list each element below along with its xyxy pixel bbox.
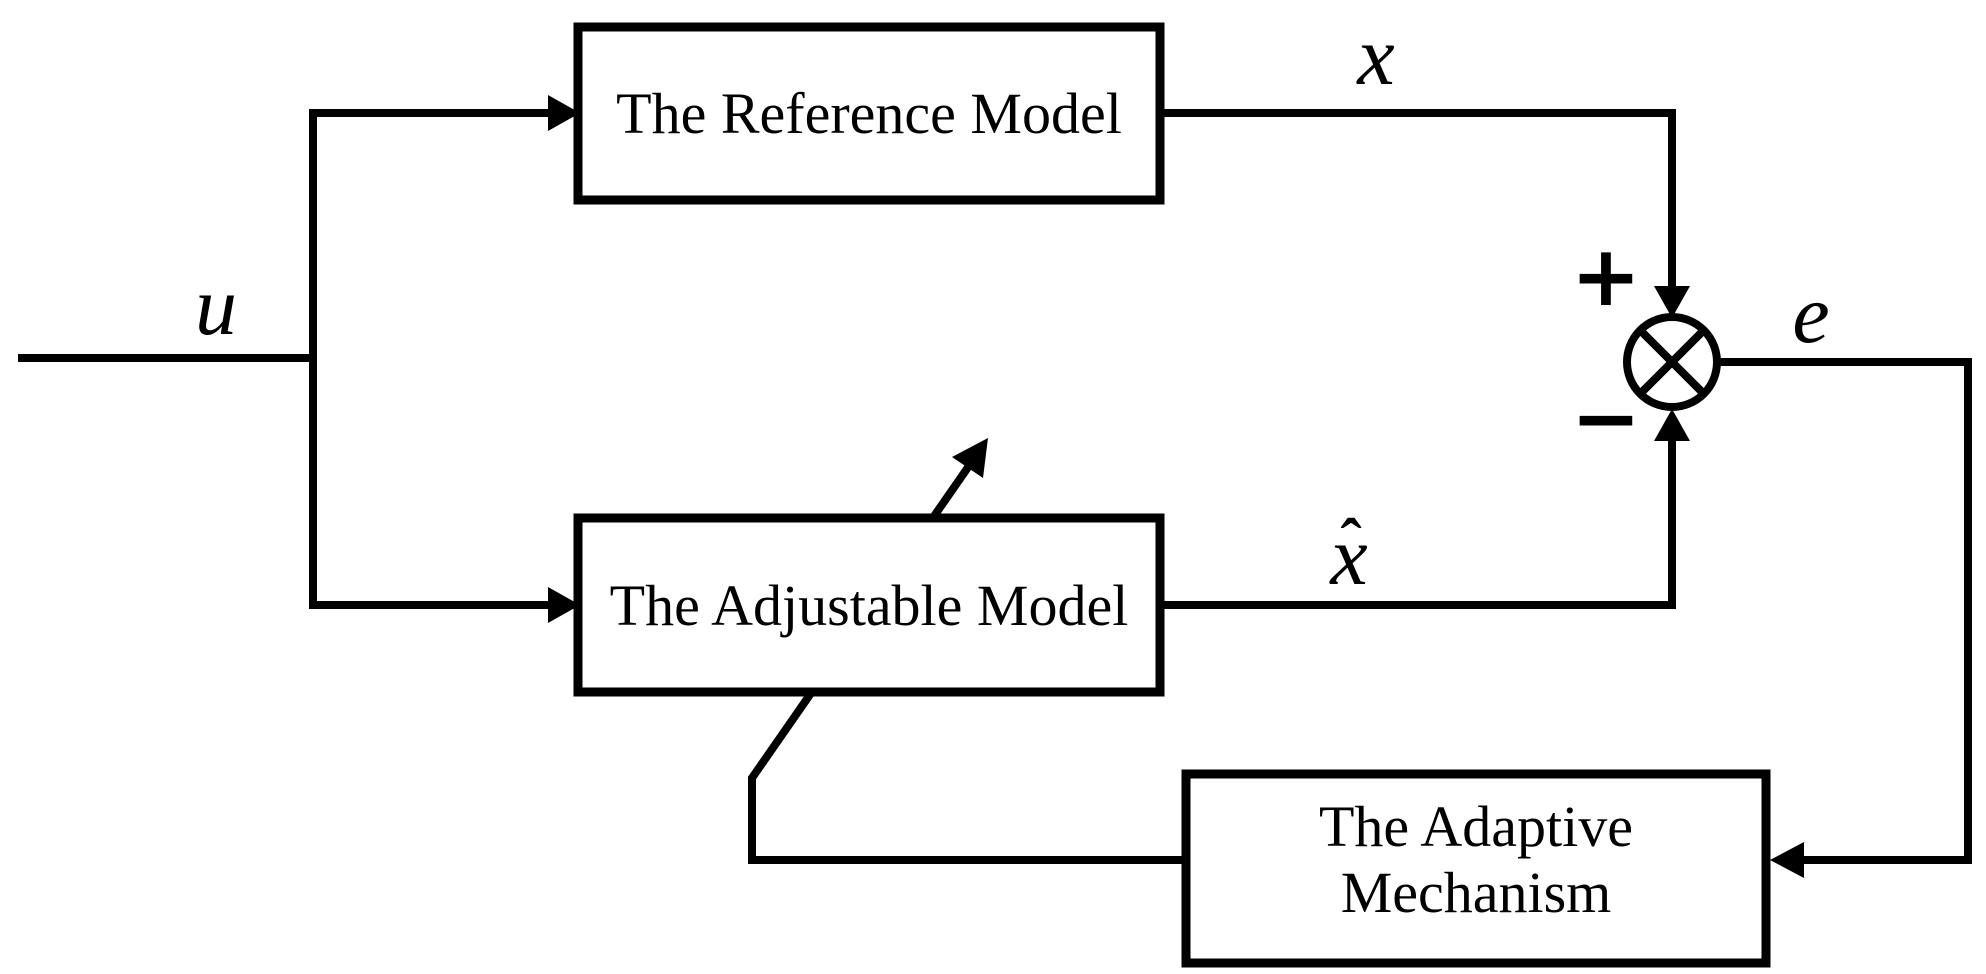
adaptive-mechanism-label-line2: Mechanism xyxy=(1341,860,1612,925)
reference-input-arrowhead-icon xyxy=(548,95,580,131)
estimate-hat-accent: ˆ xyxy=(1340,506,1361,577)
input-signal-label: u xyxy=(195,260,237,353)
adjustable-input-arrowhead-icon xyxy=(548,587,580,623)
adaptive-mechanism-label-line1: The Adaptive xyxy=(1319,794,1633,859)
summing-junction-cross-icon xyxy=(1637,327,1707,397)
estimate-output-label: x xyxy=(1328,510,1367,603)
mechanism-input-arrowhead-icon xyxy=(1770,842,1804,878)
reference-model-label: The Reference Model xyxy=(616,81,1122,146)
estimate-output-line xyxy=(1160,441,1676,609)
reference-output-label: x xyxy=(1355,10,1394,103)
minus-sign: − xyxy=(1571,369,1641,467)
adaptation-arrowhead-icon xyxy=(952,438,988,478)
error-signal-line xyxy=(1718,358,1972,864)
error-signal-label: e xyxy=(1792,268,1829,361)
adjustable-model-label: The Adjustable Model xyxy=(610,573,1129,638)
reference-output-line xyxy=(1160,109,1676,286)
branch-feed-line xyxy=(309,109,548,609)
adaptive-mechanism-box xyxy=(1181,769,1771,968)
plus-sign: + xyxy=(1571,227,1641,325)
adjustable-model-box xyxy=(573,513,1165,697)
junction-plus-arrowhead-icon xyxy=(1654,286,1690,318)
junction-minus-arrowhead-icon xyxy=(1654,409,1690,441)
reference-model-box xyxy=(573,22,1165,205)
